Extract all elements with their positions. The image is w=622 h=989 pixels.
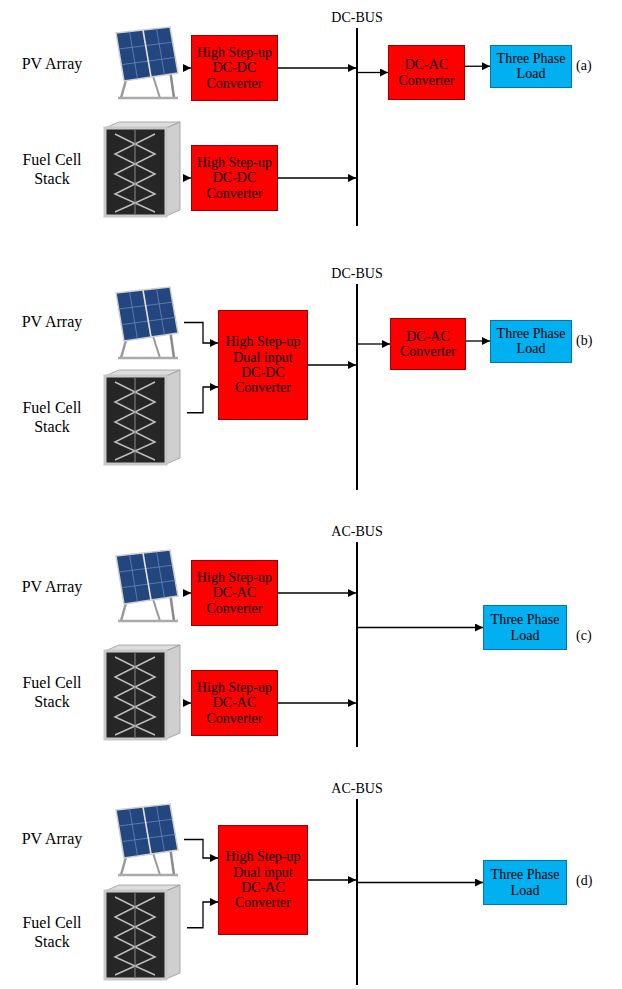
bus-line: AC-BUS <box>356 542 358 747</box>
converter-box: High Step-up Dual input DC-DC Converter <box>218 310 308 420</box>
arrow-connector <box>184 323 218 344</box>
pv-array-picture <box>116 804 178 875</box>
bus-line: AC-BUS <box>356 799 358 985</box>
converter-box: High Step-up DC-AC Converter <box>191 560 278 626</box>
arrow-connector <box>358 627 483 628</box>
converter-box: High Step-up Dual input DC-AC Converter <box>218 825 308 935</box>
source-block: Fuel Cell Stack <box>12 645 187 740</box>
converter-box: High Step-up DC-DC Converter <box>191 35 278 101</box>
arrow-connector <box>358 343 390 344</box>
source-block: Fuel Cell Stack <box>12 370 187 465</box>
arrow-connector <box>278 177 356 178</box>
node-text: High Step-up DC-DC Converter <box>195 45 274 91</box>
node-text: High Step-up Dual input DC-AC Converter <box>222 849 304 911</box>
node-text: Fuel Cell Stack <box>12 399 92 436</box>
panel-label: (d) <box>576 873 592 889</box>
arrow-connector <box>308 879 356 880</box>
node-text: Fuel Cell Stack <box>12 151 92 188</box>
fuel-cell-picture <box>105 645 180 739</box>
panel-label: (b) <box>576 333 592 349</box>
node-text: High Step-up DC-DC Converter <box>195 155 274 201</box>
fuel-cell-picture <box>105 370 180 464</box>
node-text: High Step-up DC-AC Converter <box>195 680 274 726</box>
arrow-connector <box>358 882 483 883</box>
arrow-connector <box>278 67 356 68</box>
node-text: DC-AC Converter <box>394 329 462 360</box>
node-text: PV Array <box>12 55 92 73</box>
node-text: PV Array <box>12 313 92 331</box>
bus-line: DC-BUS <box>356 28 358 226</box>
bus-label: DC-BUS <box>330 266 383 282</box>
arrow-connector <box>465 66 490 67</box>
source-block: PV Array <box>12 548 184 626</box>
node-text: Three Phase Load <box>494 326 568 357</box>
node-text: PV Array <box>12 578 92 596</box>
source-block: PV Array <box>12 25 184 103</box>
node-text: Fuel Cell Stack <box>12 914 92 951</box>
source-block: Fuel Cell Stack <box>12 122 187 217</box>
converter-box: DC-AC Converter <box>390 318 466 370</box>
pv-array-picture <box>116 27 178 98</box>
bus-label: DC-BUS <box>330 10 383 26</box>
converter-box: High Step-up DC-AC Converter <box>191 670 278 736</box>
arrow-connector <box>308 364 356 365</box>
node-text: High Step-up Dual input DC-DC Converter <box>222 334 304 396</box>
bus-label: AC-BUS <box>330 781 383 797</box>
node-text: PV Array <box>12 830 92 848</box>
panel-label: (c) <box>576 628 592 644</box>
node-text: High Step-up DC-AC Converter <box>195 570 274 616</box>
bus-line: DC-BUS <box>356 284 358 490</box>
source-block: Fuel Cell Stack <box>12 885 187 980</box>
fuel-cell-picture <box>105 885 180 979</box>
pv-array-picture <box>116 287 178 358</box>
arrow-connector <box>184 67 191 68</box>
arrow-connector <box>184 840 218 859</box>
bus-label: AC-BUS <box>330 524 383 540</box>
load-box: Three Phase Load <box>483 860 567 905</box>
load-box: Three Phase Load <box>490 45 572 88</box>
pv-array-picture <box>116 550 178 621</box>
panel-label: (a) <box>576 58 592 74</box>
load-box: Three Phase Load <box>490 320 572 363</box>
source-block: PV Array <box>12 802 184 877</box>
arrow-connector <box>278 702 356 703</box>
node-text: Three Phase Load <box>487 612 563 643</box>
node-text: Fuel Cell Stack <box>12 674 92 711</box>
source-block: PV Array <box>12 285 184 360</box>
arrow-connector <box>358 72 388 73</box>
arrow-connector <box>184 592 191 593</box>
arrow-connector <box>278 592 356 593</box>
arrow-connector <box>187 902 218 928</box>
node-text: DC-AC Converter <box>392 57 461 88</box>
fuel-cell-picture <box>105 122 180 216</box>
arrow-connector <box>466 340 490 341</box>
node-text: Three Phase Load <box>494 51 568 82</box>
arrow-connector <box>187 387 218 413</box>
converter-box: DC-AC Converter <box>388 45 465 100</box>
converter-box: High Step-up DC-DC Converter <box>191 145 278 211</box>
load-box: Three Phase Load <box>483 605 567 650</box>
node-text: Three Phase Load <box>487 867 563 898</box>
